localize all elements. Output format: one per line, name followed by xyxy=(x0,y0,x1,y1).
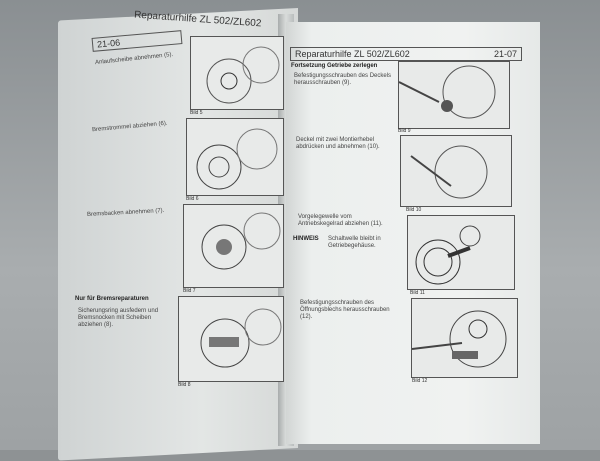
figure-8-caption: Bild 8 xyxy=(178,382,191,388)
figure-11-illustration xyxy=(407,215,515,290)
figure-10-caption: Bild 10 xyxy=(406,207,422,213)
figure-9-illustration xyxy=(398,61,510,129)
figure-6-caption: Bild 6 xyxy=(186,196,199,202)
note-text: Schaltwelle bleibt in Getriebegehäuse. xyxy=(328,236,381,249)
left-section-heading: Nur für Bremsreparaturen xyxy=(75,296,149,302)
figure-7-caption: Bild 7 xyxy=(183,288,196,294)
figure-6-illustration xyxy=(186,118,284,196)
right-page-number: 21-07 xyxy=(493,49,517,59)
right-step-9: Befestigungsschrauben des Deckels heraus… xyxy=(294,73,392,86)
right-step-11: Vorgelegewelle vom Antriebskegelrad abzi… xyxy=(298,214,383,227)
figure-5-caption: Bild 5 xyxy=(190,110,203,116)
figure-11-caption: Bild 11 xyxy=(410,290,425,296)
figure-12-caption: Bild 12 xyxy=(412,378,428,384)
right-section-heading: Fortsetzung Getriebe zerlegen xyxy=(291,63,378,69)
figure-5-illustration xyxy=(190,36,284,110)
right-header: Reparaturhilfe ZL 502/ZL602 21-07 xyxy=(290,47,522,61)
figure-9-caption: Bild 9 xyxy=(398,128,411,134)
note-label: HINWEIS xyxy=(293,236,319,242)
figure-8-illustration xyxy=(178,296,284,382)
right-step-12: Befestigungsschrauben des Öffnungsblechs… xyxy=(300,300,390,320)
right-step-10: Deckel mit zwei Montierhebel abdrücken u… xyxy=(296,137,380,150)
figure-10-illustration xyxy=(400,135,512,207)
left-step-8: Sicherungsring ausfedern und Bremsnocken… xyxy=(78,308,159,328)
right-header-title: Reparaturhilfe ZL 502/ZL602 xyxy=(295,49,410,59)
figure-12-illustration xyxy=(411,298,518,378)
figure-7-illustration xyxy=(183,204,284,288)
